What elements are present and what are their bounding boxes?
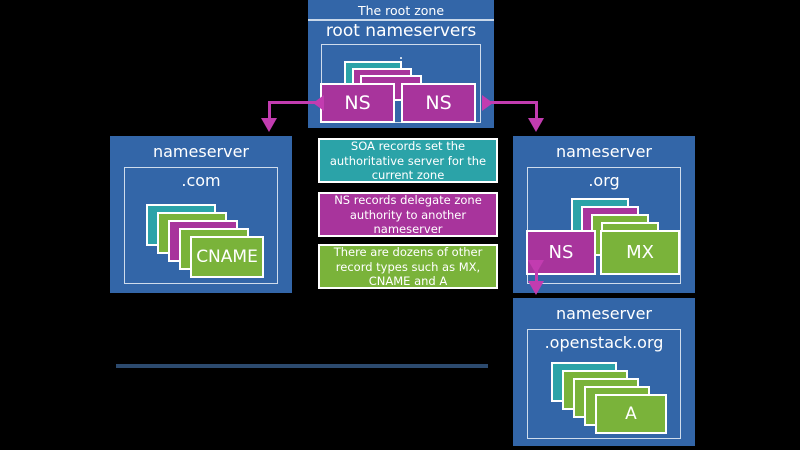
openstack-zone-name: .openstack.org [544, 333, 664, 352]
arrow-down-head-openstack [528, 281, 544, 295]
org-card-ns-label: NS [548, 241, 574, 263]
openstack-zone-box: nameserver .openstack.org A [513, 298, 695, 446]
org-card-ns[interactable]: NS [526, 230, 596, 275]
openstack-card-a[interactable]: A [595, 394, 667, 434]
wire-org-vertical [535, 101, 538, 122]
wire-com-horizontal [268, 101, 316, 104]
wire-com-vertical [268, 101, 271, 122]
arrow-down-head-com [261, 118, 277, 132]
org-zone-name: .org [588, 171, 620, 190]
com-inner-zone: .com [124, 167, 278, 284]
arrow-left-head-com [313, 95, 324, 111]
root-nameservers-label: root nameservers [325, 21, 477, 41]
legend-item-soa-text: SOA records set the authoritative server… [329, 139, 487, 182]
openstack-card-a-label: A [625, 403, 637, 424]
legend-item-other-text: There are dozens of other record types s… [333, 245, 483, 288]
org-nameserver-label: nameserver [555, 142, 653, 161]
com-zone-name: .com [181, 171, 221, 190]
openstack-inner-zone: .openstack.org [527, 329, 681, 439]
wire-org-horizontal [490, 101, 538, 104]
root-ns-card-left[interactable]: NS [320, 83, 395, 123]
bottom-divider-rule [116, 364, 488, 368]
org-inner-zone: .org [527, 167, 681, 284]
root-ns-card-right[interactable]: NS [401, 83, 476, 123]
com-zone-box: nameserver .com CNAME [110, 136, 292, 293]
root-banner-divider [308, 19, 494, 21]
root-zone-box: The root zone root nameservers . NS NS [308, 0, 494, 128]
com-card-cname-label: CNAME [196, 246, 258, 267]
root-zone-banner-label: The root zone [357, 3, 445, 18]
legend-item-other: There are dozens of other record types s… [318, 244, 498, 289]
openstack-nameserver-label: nameserver [555, 304, 653, 323]
arrow-down-head-org [528, 118, 544, 132]
legend-item-ns: NS records delegate zone authority to an… [318, 192, 498, 237]
root-ns-card-right-label: NS [425, 91, 452, 114]
com-nameserver-label: nameserver [152, 142, 250, 161]
arrow-right-head-org [482, 95, 493, 111]
legend-item-ns-text: NS records delegate zone authority to an… [334, 193, 482, 236]
wire-openstack-vertical [535, 264, 538, 284]
com-card-cname[interactable]: CNAME [190, 236, 264, 278]
legend-item-soa: SOA records set the authoritative server… [318, 138, 498, 183]
org-card-mx-label: MX [626, 241, 654, 263]
root-ns-card-left-label: NS [344, 91, 371, 114]
org-card-mx[interactable]: MX [600, 230, 680, 275]
root-zone-name: . [398, 45, 404, 63]
